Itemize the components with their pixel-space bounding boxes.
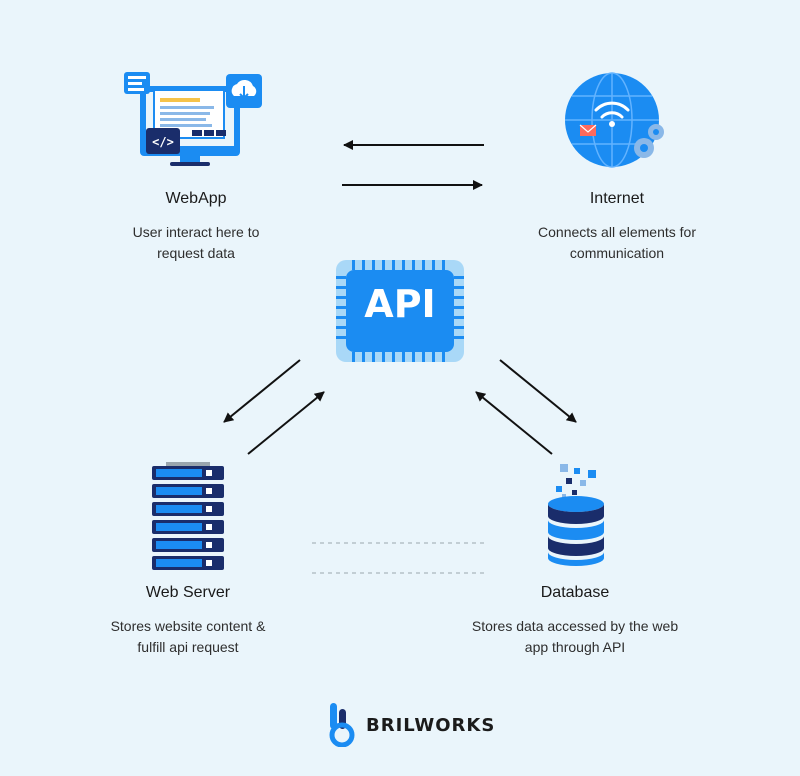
webserver-node: Web Server Stores website content & fulf… bbox=[78, 580, 298, 658]
internet-description: Connects all elements for communication bbox=[507, 222, 727, 264]
internet-desc-line1: Connects all elements for bbox=[538, 224, 696, 240]
internet-node: Internet Connects all elements for commu… bbox=[507, 186, 727, 264]
webapp-desc-line1: User interact here to bbox=[132, 224, 260, 240]
webapp-node: WebApp User interact here to request dat… bbox=[96, 186, 296, 264]
api-chip-icon bbox=[336, 260, 464, 362]
internet-globe-icon bbox=[560, 70, 675, 170]
arrow-database-to-api bbox=[475, 391, 553, 455]
webapp-description: User interact here to request data bbox=[96, 222, 296, 264]
arrow-api-to-webserver bbox=[223, 359, 301, 423]
database-description: Stores data accessed by the web app thro… bbox=[455, 616, 695, 658]
internet-desc-line2: communication bbox=[569, 245, 665, 261]
svg-text:</>: </> bbox=[152, 135, 174, 149]
database-stack-icon bbox=[544, 464, 608, 568]
webapp-desktop-icon: </> bbox=[122, 68, 266, 168]
brand-logo: BRILWORKS bbox=[328, 703, 495, 747]
database-title: Database bbox=[540, 584, 610, 601]
webserver-desc-line1: Stores website content & bbox=[110, 618, 266, 634]
webserver-title: Web Server bbox=[145, 584, 231, 601]
internet-title: Internet bbox=[589, 190, 645, 207]
api-label: API bbox=[364, 282, 436, 326]
webserver-desc-line2: fulfill api request bbox=[137, 639, 239, 655]
arrow-webserver-to-api bbox=[247, 391, 325, 455]
webapp-desc-line2: request data bbox=[157, 245, 235, 261]
webserver-description: Stores website content & fulfill api req… bbox=[78, 616, 298, 658]
database-desc-line2: app through API bbox=[524, 639, 626, 655]
database-desc-line1: Stores data accessed by the web bbox=[471, 618, 679, 634]
webserver-rack-icon bbox=[148, 462, 228, 570]
brilworks-logo-icon bbox=[328, 703, 356, 747]
arrow-api-to-database bbox=[499, 359, 577, 423]
database-node: Database Stores data accessed by the web… bbox=[455, 580, 695, 658]
brand-name: BRILWORKS bbox=[366, 714, 496, 736]
webapp-title: WebApp bbox=[165, 190, 227, 207]
